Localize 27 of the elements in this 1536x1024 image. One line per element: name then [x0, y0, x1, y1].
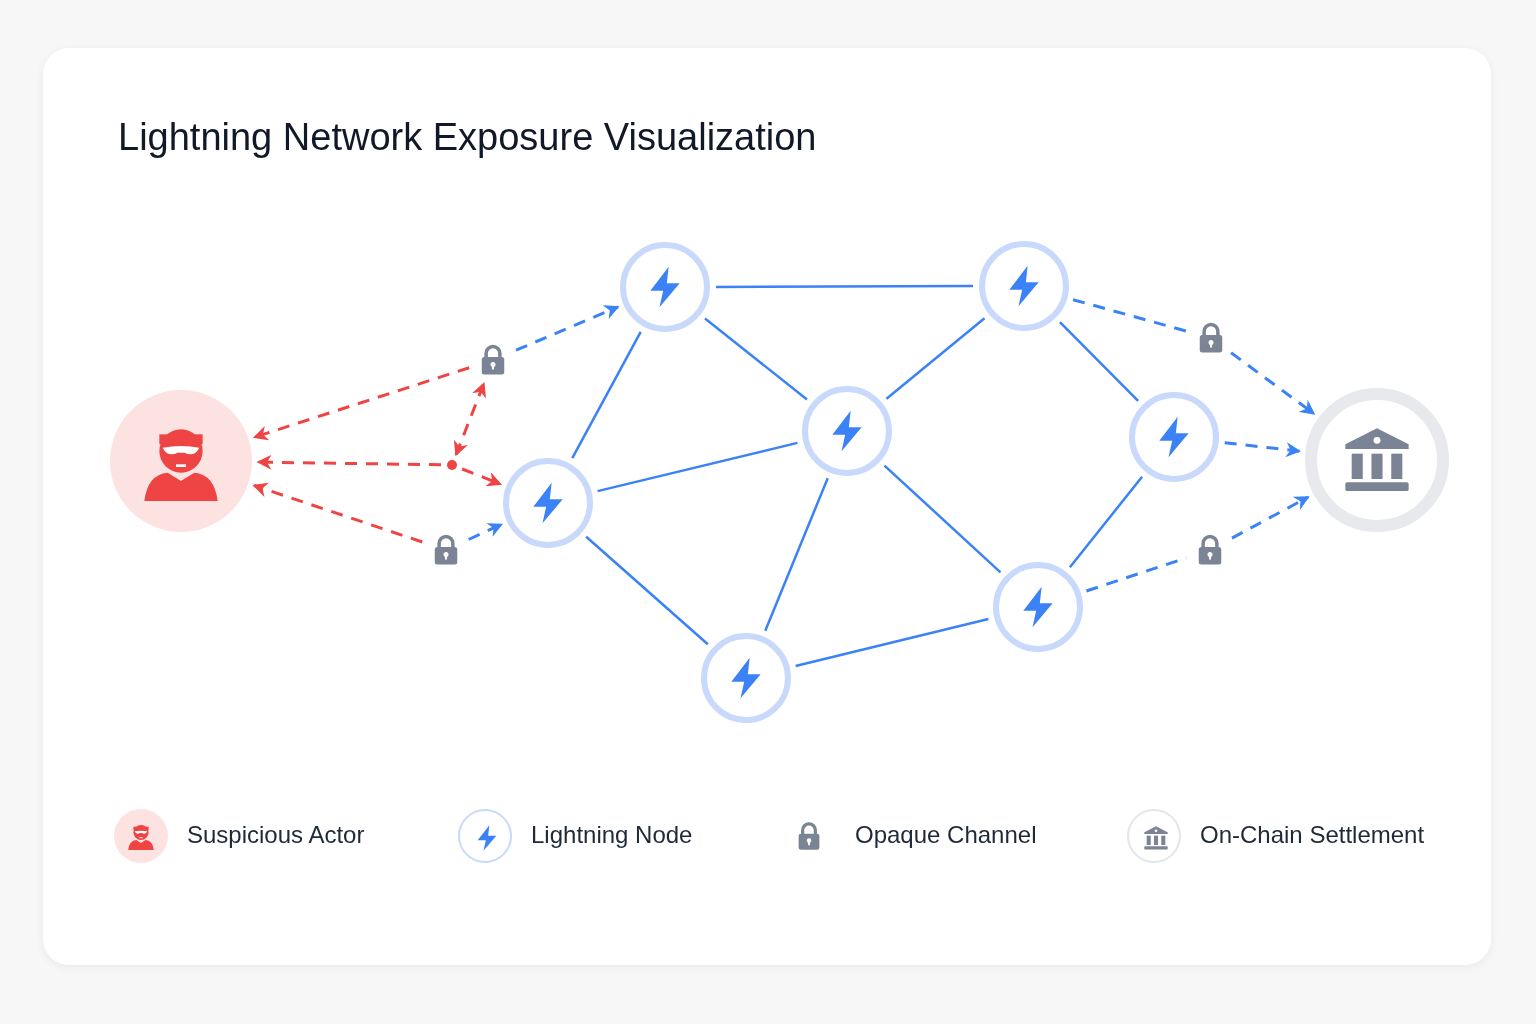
channel-line [885, 317, 986, 400]
dashed-arrow [515, 305, 620, 352]
legend-label: Suspicious Actor [187, 821, 365, 849]
dashed-arrow [453, 381, 486, 457]
dashed-arrow [252, 366, 470, 441]
legend-label: On-Chain Settlement [1200, 821, 1425, 849]
channel-line [585, 535, 709, 646]
channel-line [704, 317, 808, 401]
diagram-title: Lightning Network Exposure Visualization [118, 116, 817, 159]
dashed-arrow [256, 454, 442, 470]
dashed-arrow [1224, 441, 1301, 458]
channel-line [1068, 476, 1144, 568]
channel-line [764, 477, 829, 632]
dashed-arrow [1230, 351, 1316, 415]
channel-line [571, 331, 642, 459]
channel-line [597, 441, 798, 493]
dashed-arrow [1231, 495, 1310, 540]
dashed-arrow [252, 482, 423, 544]
dashed-arrow [461, 467, 502, 487]
channel-line [1059, 321, 1139, 402]
legend-label: Lightning Node [531, 821, 693, 849]
legend-label: Opaque Channel [855, 821, 1037, 849]
channel-line [716, 284, 973, 289]
junction-dot [447, 460, 457, 470]
dashed-arrow [468, 522, 504, 541]
channel-line [795, 617, 989, 668]
channel-line [883, 464, 1002, 574]
